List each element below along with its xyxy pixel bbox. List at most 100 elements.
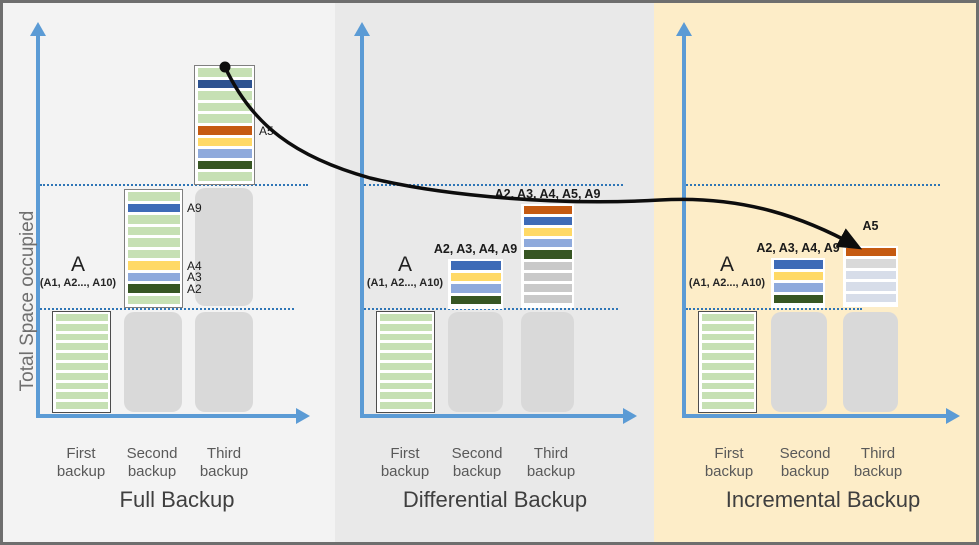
data-block-stripe (701, 363, 754, 370)
y-axis (36, 34, 40, 418)
space-level-dotted-line (40, 184, 308, 186)
data-block-stripe (701, 392, 754, 400)
y-axis-arrow-icon (676, 22, 692, 36)
data-block-stripe (197, 68, 252, 77)
data-block-stripe (523, 272, 572, 281)
data-block-stripe (773, 283, 823, 292)
data-block-stripe (701, 333, 754, 341)
data-block-stripe (701, 314, 754, 321)
data-block-stripe (127, 238, 180, 247)
x-axis (682, 414, 946, 418)
previous-backup-space-bar (771, 312, 827, 412)
data-block-stripe (845, 293, 896, 302)
data-block-stripe (773, 260, 823, 269)
column-label-third-backup: Third backup (199, 445, 249, 480)
backup-data-bar (52, 311, 111, 413)
x-axis-arrow-icon (296, 408, 310, 424)
data-block-stripe (379, 402, 432, 409)
stack-label: A2, A3, A4, A5, A9 (494, 187, 601, 201)
column-label-first-backup: First backup (704, 445, 754, 480)
data-block-stripe (55, 392, 108, 400)
x-axis-arrow-icon (623, 408, 637, 424)
backup-data-bar (521, 204, 574, 308)
backup-data-bar (194, 65, 255, 185)
data-block-stripe (197, 91, 252, 100)
panel-title-differential: Differential Backup (402, 487, 588, 512)
backup-data-bar (448, 259, 503, 309)
previous-backup-space-bar (124, 312, 182, 412)
data-block-stripe (450, 284, 501, 293)
backup-data-bar (376, 311, 435, 413)
data-block-stripe (523, 228, 572, 237)
data-block-stripe (450, 261, 501, 270)
data-block-stripe (197, 79, 252, 89)
data-block-stripe (701, 353, 754, 360)
data-block-stripe (127, 215, 180, 224)
annotation-a-sub: (A1, A2..., A10) (688, 277, 766, 289)
stack-label: A2, A3, A4, A9 (756, 241, 840, 255)
data-block-stripe (197, 149, 252, 158)
data-block-stripe (845, 270, 896, 280)
data-block-stripe (197, 160, 252, 170)
stack-label: A5 (862, 219, 879, 233)
y-axis-title: Total Space occupied (17, 210, 38, 392)
data-block-stripe (55, 333, 108, 341)
data-block-stripe (523, 294, 572, 303)
data-block-stripe (127, 192, 180, 201)
data-block-stripe (197, 126, 252, 135)
data-block-stripe (379, 343, 432, 351)
data-block-stripe (197, 114, 252, 123)
data-block-stripe (379, 314, 432, 321)
data-block-stripe (55, 323, 108, 331)
annotation-a: A(A1, A2..., A10) (40, 253, 116, 291)
data-block-stripe (55, 343, 108, 351)
stripe-label: A3 (187, 270, 202, 285)
data-block-stripe (197, 137, 252, 147)
data-block-stripe (523, 261, 572, 270)
data-block-stripe (55, 372, 108, 380)
data-block-stripe (523, 217, 572, 226)
annotation-a-sub: (A1, A2..., A10) (39, 277, 117, 289)
data-block-stripe (523, 239, 572, 248)
data-block-stripe (127, 261, 180, 270)
backup-data-bar (124, 189, 183, 308)
data-block-stripe (127, 203, 180, 212)
data-block-stripe (701, 343, 754, 351)
data-block-stripe (701, 382, 754, 390)
data-block-stripe (379, 363, 432, 370)
stripe-label: A9 (187, 201, 202, 216)
data-block-stripe (845, 282, 896, 291)
annotation-a: A(A1, A2..., A10) (689, 253, 765, 291)
y-axis-arrow-icon (354, 22, 370, 36)
data-block-stripe (127, 284, 180, 293)
space-level-dotted-line (686, 308, 862, 310)
x-axis-arrow-icon (946, 408, 960, 424)
data-block-stripe (55, 314, 108, 321)
space-level-dotted-line (40, 308, 294, 310)
data-block-stripe (379, 382, 432, 390)
annotation-a-main: A (719, 253, 734, 276)
previous-backup-space-bar (843, 312, 898, 412)
data-block-stripe (55, 402, 108, 409)
panel-title-incremental: Incremental Backup (725, 487, 921, 512)
data-block-stripe (845, 259, 896, 268)
annotation-a-sub: (A1, A2..., A10) (366, 277, 444, 289)
space-level-dotted-line (364, 184, 623, 186)
data-block-stripe (197, 172, 252, 181)
space-level-dotted-line (686, 184, 940, 186)
panel-title-full: Full Backup (119, 487, 235, 512)
column-label-first-backup: First backup (56, 445, 106, 480)
data-block-stripe (379, 353, 432, 360)
x-axis (36, 414, 296, 418)
column-label-second-backup: Second backup (126, 445, 178, 480)
data-block-stripe (127, 295, 180, 304)
data-block-stripe (55, 353, 108, 360)
column-label-second-backup: Second backup (779, 445, 831, 480)
data-block-stripe (127, 249, 180, 258)
y-axis (360, 34, 364, 418)
backup-data-bar (698, 311, 757, 413)
backup-data-bar (771, 258, 825, 308)
previous-backup-space-bar (448, 312, 503, 412)
data-block-stripe (379, 372, 432, 380)
